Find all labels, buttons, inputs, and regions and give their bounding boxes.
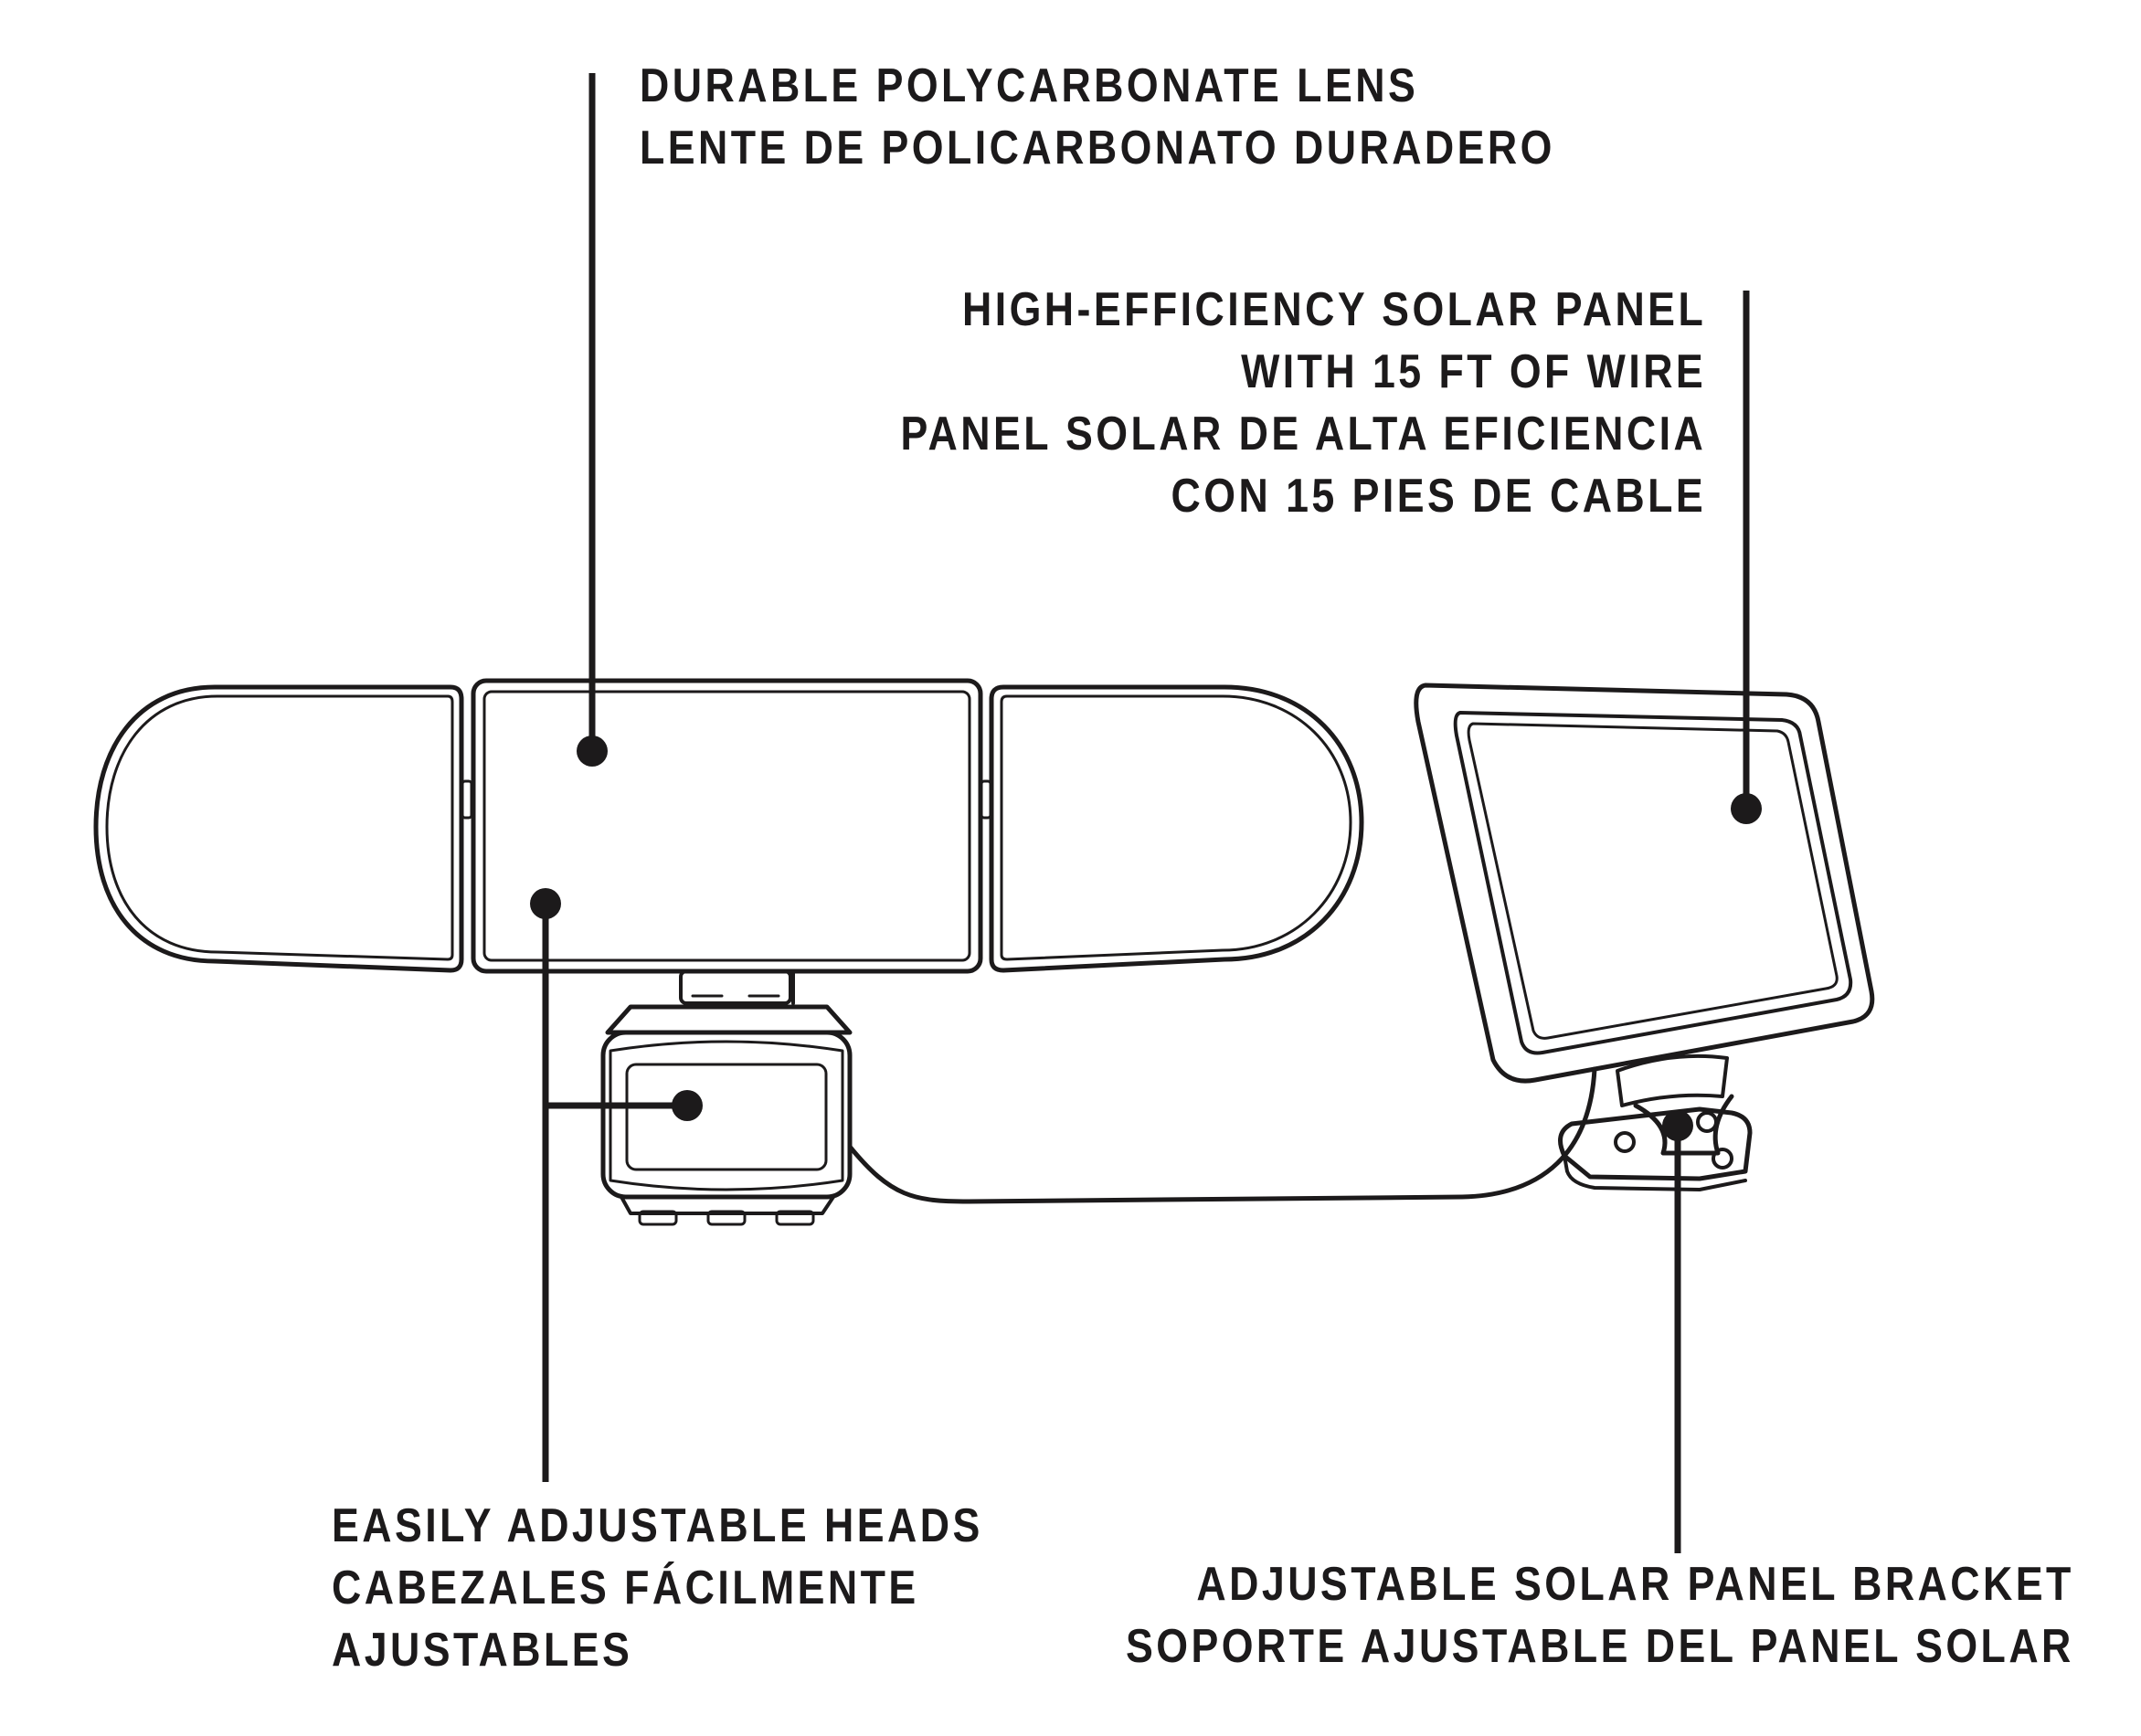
bracket-label: ADJUSTABLE SOLAR PANEL BRACKET SOPORTE A… — [1126, 1558, 2074, 1673]
motion-sensor — [600, 1004, 853, 1226]
bracket-callout-dot — [1662, 1110, 1693, 1141]
callout-dots — [530, 736, 1762, 1141]
light-heads — [93, 678, 1364, 974]
solar-panel-label: HIGH-EFFICIENCY SOLAR PANEL WITH 15 FT O… — [900, 283, 1706, 523]
heads-label: EASILY ADJUSTABLE HEADS CABEZALES FÁCILM… — [332, 1499, 983, 1677]
fixture-mount — [679, 969, 795, 1005]
lens-callout-dot — [577, 736, 608, 767]
solar-panel — [1414, 683, 1875, 1084]
light-head-right — [989, 684, 1364, 973]
solar-cable — [847, 1066, 1597, 1204]
light-head-center — [471, 678, 983, 974]
solar-bracket — [1558, 1053, 1753, 1191]
heads-callout-dot — [530, 888, 561, 919]
light-head-left — [93, 684, 464, 973]
sensor-callout-dot — [672, 1090, 703, 1121]
lens-label: DURABLE POLYCARBONATE LENS LENTE DE POLI… — [640, 59, 1555, 175]
callout-leaders — [542, 73, 1750, 1553]
solar-panel-callout-dot — [1731, 793, 1762, 824]
